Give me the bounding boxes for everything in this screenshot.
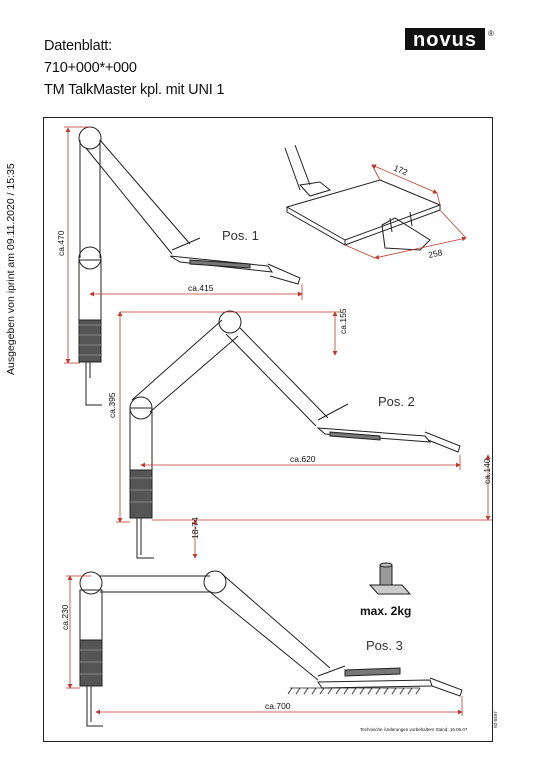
pos3-label: Pos. 3 — [366, 638, 403, 653]
pos1-dimensions — [64, 126, 303, 364]
arm-position-3 — [79, 570, 463, 727]
dim-230: ca.230 — [60, 604, 70, 630]
table-surface — [287, 687, 421, 695]
registered-mark: ® — [488, 29, 494, 38]
dim-415: ca.415 — [188, 283, 214, 293]
dim-140: ca.140 — [482, 458, 492, 484]
plate-detail — [284, 144, 442, 251]
datasheet-label: Datenblatt: — [44, 38, 112, 54]
article-number: 710+000*+000 — [44, 60, 137, 76]
novus-logo: novus ® — [405, 28, 494, 51]
arm-position-2 — [129, 310, 461, 559]
drawing-frame — [43, 117, 493, 742]
arm-position-1 — [78, 126, 301, 406]
pos1-label: Pos. 1 — [222, 228, 259, 243]
product-title: TM TalkMaster kpl. mit UNI 1 — [44, 82, 225, 98]
dim-470: ca.470 — [56, 230, 66, 256]
weight-icon — [368, 562, 412, 595]
dim-18-74: 18-74 — [190, 517, 200, 539]
logo-text: novus — [413, 29, 477, 51]
drawing-code: 02-0497 — [492, 711, 498, 728]
dim-700: ca.700 — [265, 701, 291, 711]
dim-155: ca.155 — [338, 308, 348, 334]
pos3-dimensions — [66, 575, 463, 716]
dim-395: ca.395 — [107, 392, 117, 418]
plate-dimensions — [344, 164, 467, 260]
max-load: max. 2kg — [360, 604, 411, 618]
pos2-dimensions — [116, 311, 492, 559]
footer-note: Technische Änderungen vorbehalten! Stand… — [360, 727, 468, 732]
dim-620: ca.620 — [290, 454, 316, 464]
pos2-label: Pos. 2 — [378, 394, 415, 409]
dim-258: 258 — [427, 247, 443, 260]
